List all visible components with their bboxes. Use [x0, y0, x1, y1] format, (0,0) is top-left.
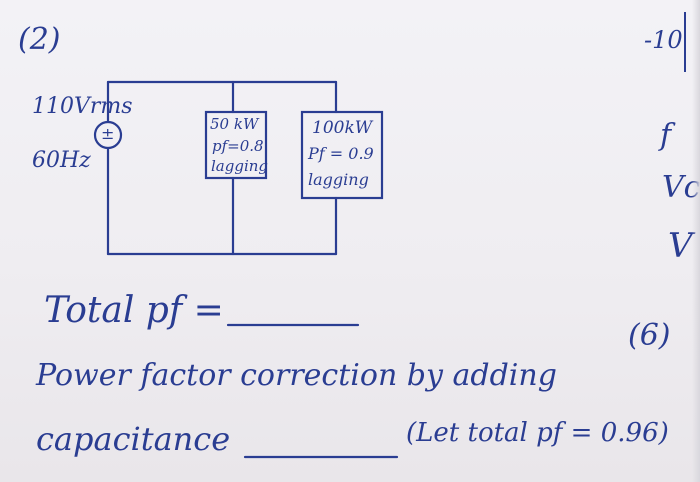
load2-power: 100kW [312, 118, 373, 138]
load1-power: 50 kW [210, 115, 259, 133]
load1-pf: pf=0.8 [212, 137, 264, 155]
load1-box [204, 110, 268, 180]
load2-box [300, 110, 384, 200]
source-voltage: 110Vrms [32, 94, 133, 119]
source-symbol: ± [101, 124, 115, 143]
source-circle [93, 120, 123, 150]
load2-pf: Pf = 0.9 [308, 144, 374, 163]
margin-letter-f: f [660, 118, 672, 153]
load2-type: lagging [308, 170, 369, 189]
margin-vertical-line [684, 12, 686, 72]
page-edge-shadow [692, 0, 700, 482]
correction-question-line2: capacitance [36, 420, 231, 458]
total-pf-label: Total pf = [44, 290, 224, 331]
problem-number: (2) [18, 22, 61, 57]
target-pf-note: (Let total pf = 0.96) [406, 418, 669, 448]
source-frequency: 60Hz [32, 148, 91, 173]
margin-letter-v: V [668, 226, 693, 266]
load1-type: lagging [211, 157, 269, 175]
correction-question-line1: Power factor correction by adding [36, 358, 557, 393]
margin-top-value: -10 [644, 26, 683, 54]
points-label: (6) [628, 318, 671, 353]
